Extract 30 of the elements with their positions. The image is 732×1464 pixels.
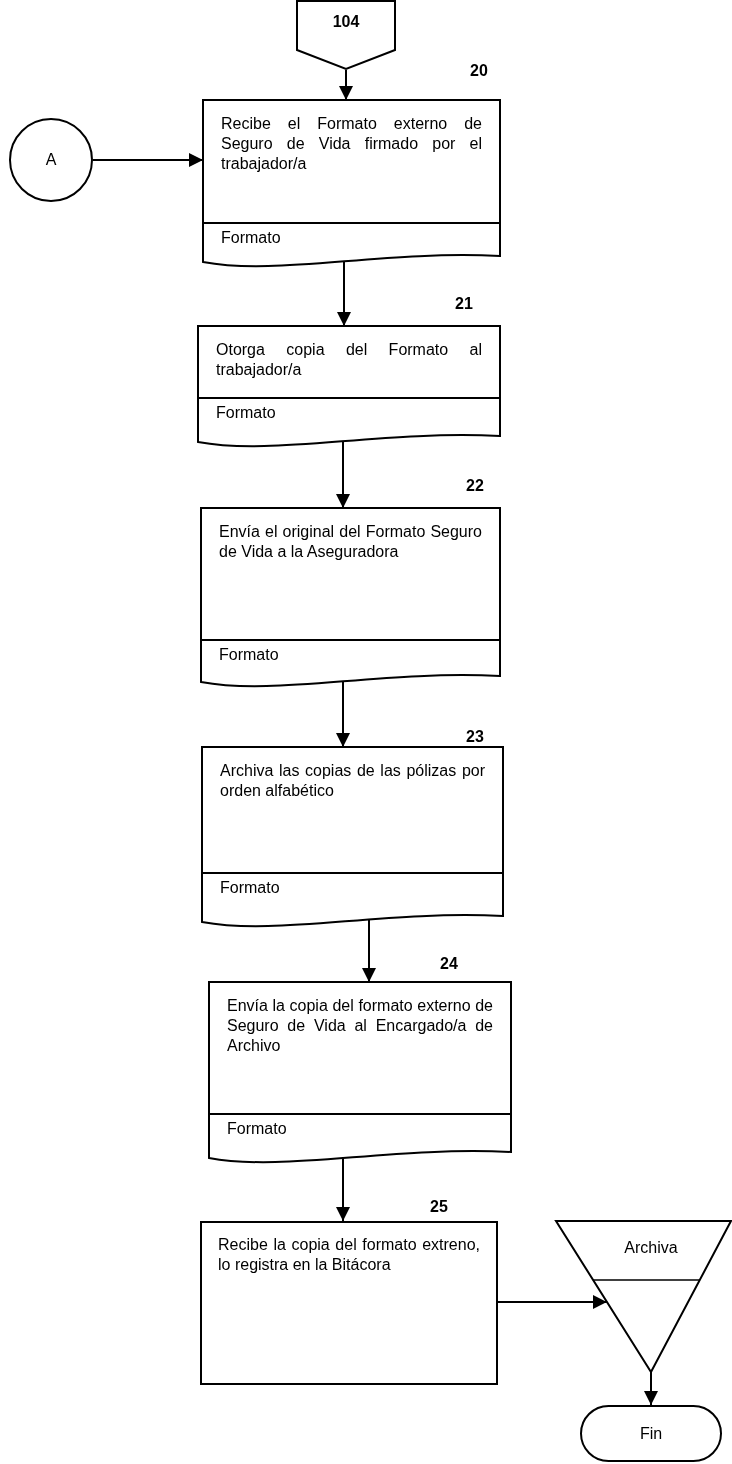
arrow: [336, 440, 350, 509]
step-text: Otorga copia del Formato al trabajador/a: [216, 340, 482, 380]
connector-label: 104: [331, 12, 361, 32]
document-label: Formato: [216, 403, 276, 423]
arrow: [336, 1157, 350, 1222]
arrow: [92, 153, 204, 167]
step-text: Envía la copia del formato externo de Seguro de Vida al Encargado/a de Archivo: [227, 996, 493, 1056]
arrow: [337, 260, 351, 327]
connector-label: A: [44, 150, 58, 170]
step-number: 23: [466, 728, 484, 746]
step-text: Recibe la copia del formato extreno, lo registra en la Bitácora: [218, 1235, 480, 1275]
document-label: Formato: [221, 228, 281, 248]
step-text: Recibe el Formato externo de Seguro de Vida firmado por el trabajador/a: [221, 114, 482, 174]
arrow: [644, 1371, 658, 1406]
end-label: Fin: [638, 1423, 664, 1444]
arrow: [339, 69, 353, 101]
step-number: 25: [430, 1198, 448, 1216]
arrow: [336, 680, 350, 748]
step-number: 20: [470, 62, 488, 80]
document-label: Formato: [227, 1119, 287, 1139]
document-label: Formato: [220, 878, 280, 898]
archive-label: Archiva: [623, 1238, 679, 1258]
arrow: [497, 1295, 608, 1309]
step-number: 21: [455, 295, 473, 313]
step-number: 24: [440, 955, 458, 973]
step-text: Archiva las copias de las pólizas por orden alfabético: [220, 761, 485, 801]
step-number: 22: [466, 477, 484, 495]
document-label: Formato: [219, 645, 279, 665]
step-text: Envía el original del Formato Seguro de Vida a la Aseguradora: [219, 522, 482, 562]
arrow: [362, 918, 376, 983]
